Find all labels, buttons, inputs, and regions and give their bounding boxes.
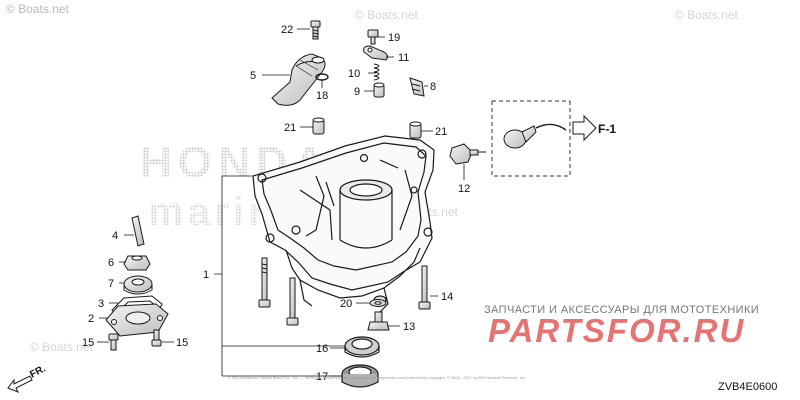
- callout-20: 20: [340, 298, 352, 310]
- partsfor-logo: PARTSFOR.RU: [488, 312, 746, 349]
- relief-valve-9[interactable]: [373, 82, 385, 98]
- callout-21-right: 21: [435, 126, 447, 138]
- boats-net-watermark-ghost: © Boats.net: [675, 8, 738, 22]
- oil-strainer-5[interactable]: [271, 53, 326, 106]
- callout-15-left: 15: [82, 337, 94, 349]
- reference-label-f1: F-1: [598, 122, 616, 136]
- valve-plate-11[interactable]: [363, 45, 389, 61]
- drain-bolt-13[interactable]: [367, 311, 390, 331]
- callout-12: 12: [458, 183, 470, 195]
- bolt-15-right[interactable]: [151, 329, 162, 347]
- callout-16: 16: [316, 343, 328, 355]
- callout-4: 4: [112, 230, 118, 242]
- callout-7: 7: [108, 278, 114, 290]
- callout-21-left: 21: [284, 122, 296, 134]
- callout-3: 3: [98, 298, 104, 310]
- callout-22: 22: [281, 24, 293, 36]
- callout-18: 18: [316, 90, 328, 102]
- dowel-pin-21-right[interactable]: [409, 121, 422, 139]
- callout-5: 5: [250, 70, 256, 82]
- callout-15-right: 15: [176, 337, 188, 349]
- callout-11: 11: [398, 52, 409, 64]
- leader-lines: [97, 28, 465, 377]
- oil-switch-12[interactable]: [449, 143, 486, 165]
- copyright-text: © 2014 American Honda Motor Co., Inc. — …: [228, 375, 527, 380]
- bolt-19[interactable]: [367, 29, 379, 45]
- case-bolt-middle[interactable]: [286, 277, 299, 326]
- clip-8[interactable]: [409, 77, 425, 97]
- callout-17: 17: [316, 371, 328, 383]
- bolt-14[interactable]: [418, 265, 431, 310]
- front-arrow-icon: FR.: [7, 363, 48, 393]
- bearing-7[interactable]: [123, 275, 153, 295]
- seal-17[interactable]: [341, 364, 379, 388]
- boats-net-watermark-ghost: © Boats.net: [355, 8, 418, 22]
- nut-6[interactable]: [123, 255, 151, 271]
- oil-seal-16[interactable]: [344, 336, 380, 358]
- callout-14: 14: [441, 291, 453, 303]
- oil-case[interactable]: [252, 135, 435, 313]
- bolt-15-left[interactable]: [108, 333, 119, 351]
- front-label: FR.: [28, 363, 48, 380]
- callout-19: 19: [388, 32, 400, 44]
- diagram-code: ZVB4E0600: [718, 381, 778, 393]
- callout-6: 6: [108, 257, 114, 269]
- pin-4[interactable]: [131, 215, 145, 247]
- spring-10[interactable]: [373, 63, 380, 81]
- case-bolt-left[interactable]: [258, 257, 271, 308]
- callout-9: 9: [354, 86, 360, 98]
- callout-8: 8: [430, 81, 436, 93]
- washer-20[interactable]: [369, 299, 387, 307]
- boats-net-watermark-ghost: © Boats.net: [30, 340, 93, 354]
- callout-10: 10: [348, 68, 360, 80]
- reference-box-f1[interactable]: [491, 100, 597, 177]
- dowel-pin-21-left[interactable]: [312, 117, 325, 135]
- boats-net-watermark: © Boats.net: [6, 2, 69, 16]
- callout-numbers: 22 19 11 5 10 8 9 18 21 21 12 4 6 7 1 3 …: [82, 24, 470, 383]
- cover-2[interactable]: [105, 303, 169, 337]
- callout-1: 1: [203, 269, 209, 281]
- callout-13: 13: [403, 321, 415, 333]
- bolt-22[interactable]: [310, 20, 321, 40]
- callout-2: 2: [88, 313, 94, 325]
- promo-tagline: ЗАПЧАСТИ И АКСЕССУАРЫ ДЛЯ МОТОТЕХНИКИ: [484, 304, 760, 316]
